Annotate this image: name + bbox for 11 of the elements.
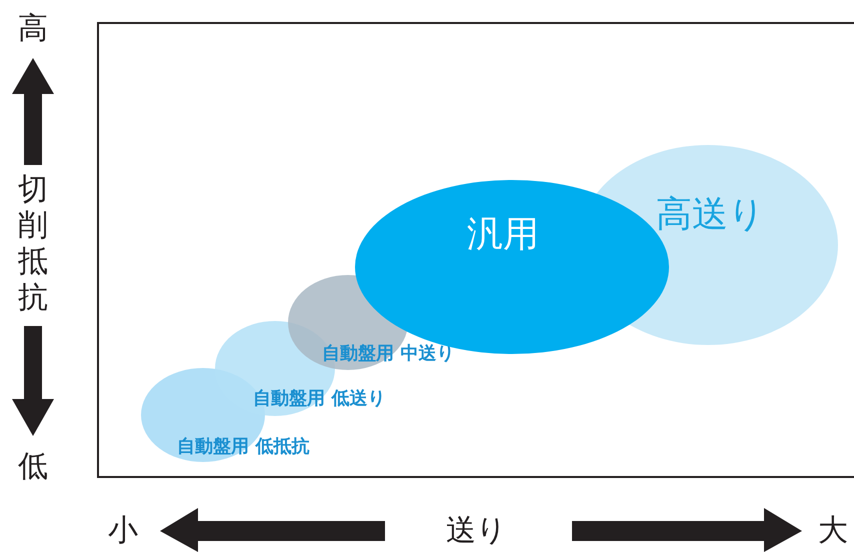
category-label: 自動盤用 低送り [253, 387, 386, 410]
axis-end-label: 大 [818, 516, 848, 546]
axis-title: 送り [446, 516, 507, 546]
category-label: 自動盤用 中送り [322, 342, 454, 365]
axis-end-label: 高 [18, 14, 48, 44]
category-label: 自動盤用 低抵抗 [177, 435, 310, 458]
axis-end-label: 小 [108, 516, 138, 546]
category-label: 高送り [656, 193, 765, 237]
axis-end-label: 低 [18, 452, 48, 482]
category-label: 汎用 [467, 213, 539, 257]
axis-title: 切削抵抗 [18, 172, 49, 316]
